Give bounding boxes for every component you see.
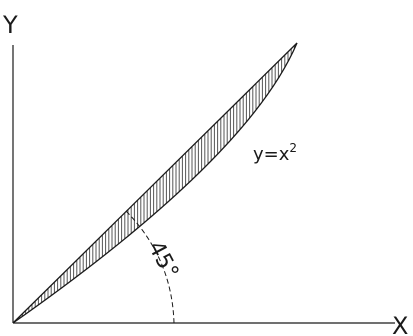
angle-label: 45° bbox=[143, 237, 183, 283]
curve-equation-base: y=x bbox=[253, 144, 290, 165]
x-axis-label: X bbox=[392, 312, 408, 336]
line-boundary bbox=[12, 42, 298, 324]
curve-equation-exponent: 2 bbox=[289, 141, 297, 155]
parabola-boundary bbox=[12, 42, 298, 324]
shaded-region-hatching bbox=[15, 43, 295, 323]
curve-equation-label: y=x2 bbox=[253, 141, 297, 165]
y-axis-label: Y bbox=[2, 11, 18, 39]
